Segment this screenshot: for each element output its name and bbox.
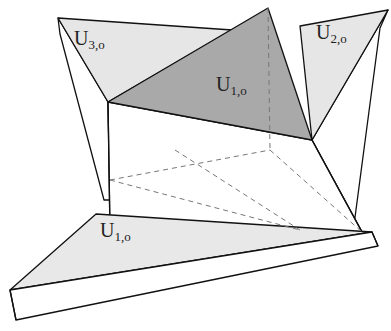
face-label: U3,o: [74, 28, 105, 51]
face-label: U1,o: [100, 220, 131, 243]
face-label: U2,o: [316, 22, 347, 45]
face-label: U1,o: [216, 74, 247, 97]
